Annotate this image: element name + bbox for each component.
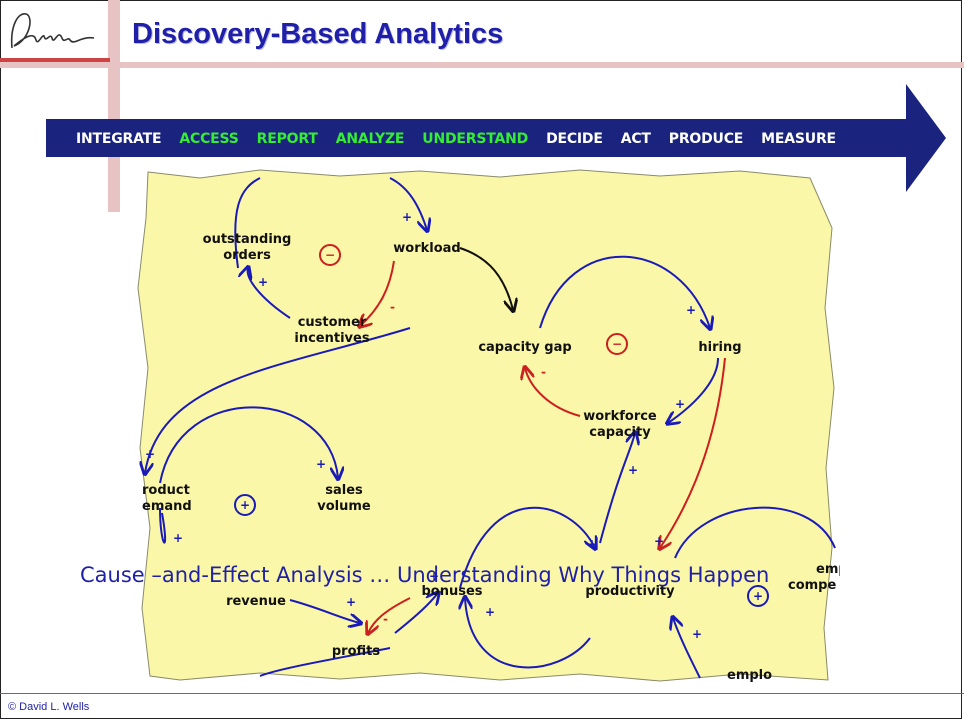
loop-minus-1: − [325, 248, 335, 262]
loop-markers: − − + + [234, 244, 769, 607]
node-bonuses: bonuses [421, 584, 482, 599]
svg-text:+: + [346, 595, 356, 609]
link-polarity-signs: + + - + - + + + + + + + + - + + + [145, 210, 702, 641]
node-labels: outstanding orders workload customer inc… [142, 232, 840, 683]
process-step-measure: MEASURE [761, 131, 836, 147]
process-step-access: ACCESS [179, 131, 239, 147]
node-workforce-capacity: workforce [583, 409, 657, 424]
process-step-produce: PRODUCE [668, 131, 744, 147]
svg-text:+: + [628, 463, 638, 477]
causal-loop-diagram: − − + + + + - + - + + + + + + + + - + + … [137, 169, 840, 683]
svg-text:capacity: capacity [589, 425, 651, 440]
svg-text:orders: orders [223, 248, 271, 263]
process-step-act: ACT [620, 131, 651, 147]
page-title: Discovery-Based Analytics [132, 18, 504, 50]
svg-text:+: + [258, 275, 268, 289]
svg-text:+: + [587, 537, 597, 551]
process-step-understand: UNDERSTAND [422, 131, 529, 147]
node-customer-incentives: customer [298, 315, 367, 330]
svg-text:+: + [485, 605, 495, 619]
node-workload: workload [393, 241, 460, 256]
svg-text:+: + [316, 457, 326, 471]
loop-minus-2: − [612, 337, 622, 351]
footer-copyright: © David L. Wells [8, 701, 90, 713]
footer-divider [0, 693, 964, 694]
svg-text:-: - [383, 612, 388, 626]
svg-text:volume: volume [317, 499, 371, 514]
node-product-demand: roduct [142, 483, 190, 498]
process-step-report: REPORT [256, 131, 318, 147]
paper-background [137, 169, 835, 682]
svg-text:+: + [686, 303, 696, 317]
node-employees: emplo [727, 668, 772, 683]
process-step-analyze: ANALYZE [335, 131, 405, 147]
process-step-decide: DECIDE [546, 131, 603, 147]
svg-text:+: + [675, 397, 685, 411]
loop-plus-2: + [753, 589, 763, 603]
svg-text:+: + [145, 447, 155, 461]
decorative-horizontal-bar [0, 62, 964, 68]
process-step-integrate: INTEGRATE [76, 131, 162, 147]
svg-text:+: + [654, 534, 664, 548]
svg-text:-: - [390, 300, 395, 314]
node-productivity: productivity [585, 584, 675, 599]
signature-logo [10, 13, 95, 49]
process-arrow [46, 84, 946, 192]
node-profits: profits [332, 644, 380, 659]
svg-text:compe: compe [788, 578, 836, 593]
decorative-accent-bar [0, 58, 110, 62]
svg-text:+: + [173, 531, 183, 545]
decorative-vertical-bar [108, 0, 120, 212]
node-hiring: hiring [698, 340, 741, 355]
slide-caption: Cause –and-Effect Analysis … Understandi… [80, 563, 770, 587]
svg-text:+: + [429, 569, 439, 583]
svg-text:incentives: incentives [294, 331, 369, 346]
svg-text:emand: emand [142, 499, 192, 514]
node-outstanding-orders: outstanding [203, 232, 292, 247]
node-sales-volume: sales [325, 483, 363, 498]
node-compensation: emp [816, 562, 840, 577]
node-capacity-gap: capacity gap [478, 340, 571, 355]
process-steps: INTEGRATE ACCESS REPORT ANALYZE UNDERSTAND DE… [46, 119, 906, 159]
loop-plus-1: + [240, 498, 250, 512]
node-revenue: revenue [226, 594, 286, 609]
svg-text:+: + [692, 627, 702, 641]
svg-text:-: - [541, 365, 546, 379]
svg-text:+: + [402, 210, 412, 224]
